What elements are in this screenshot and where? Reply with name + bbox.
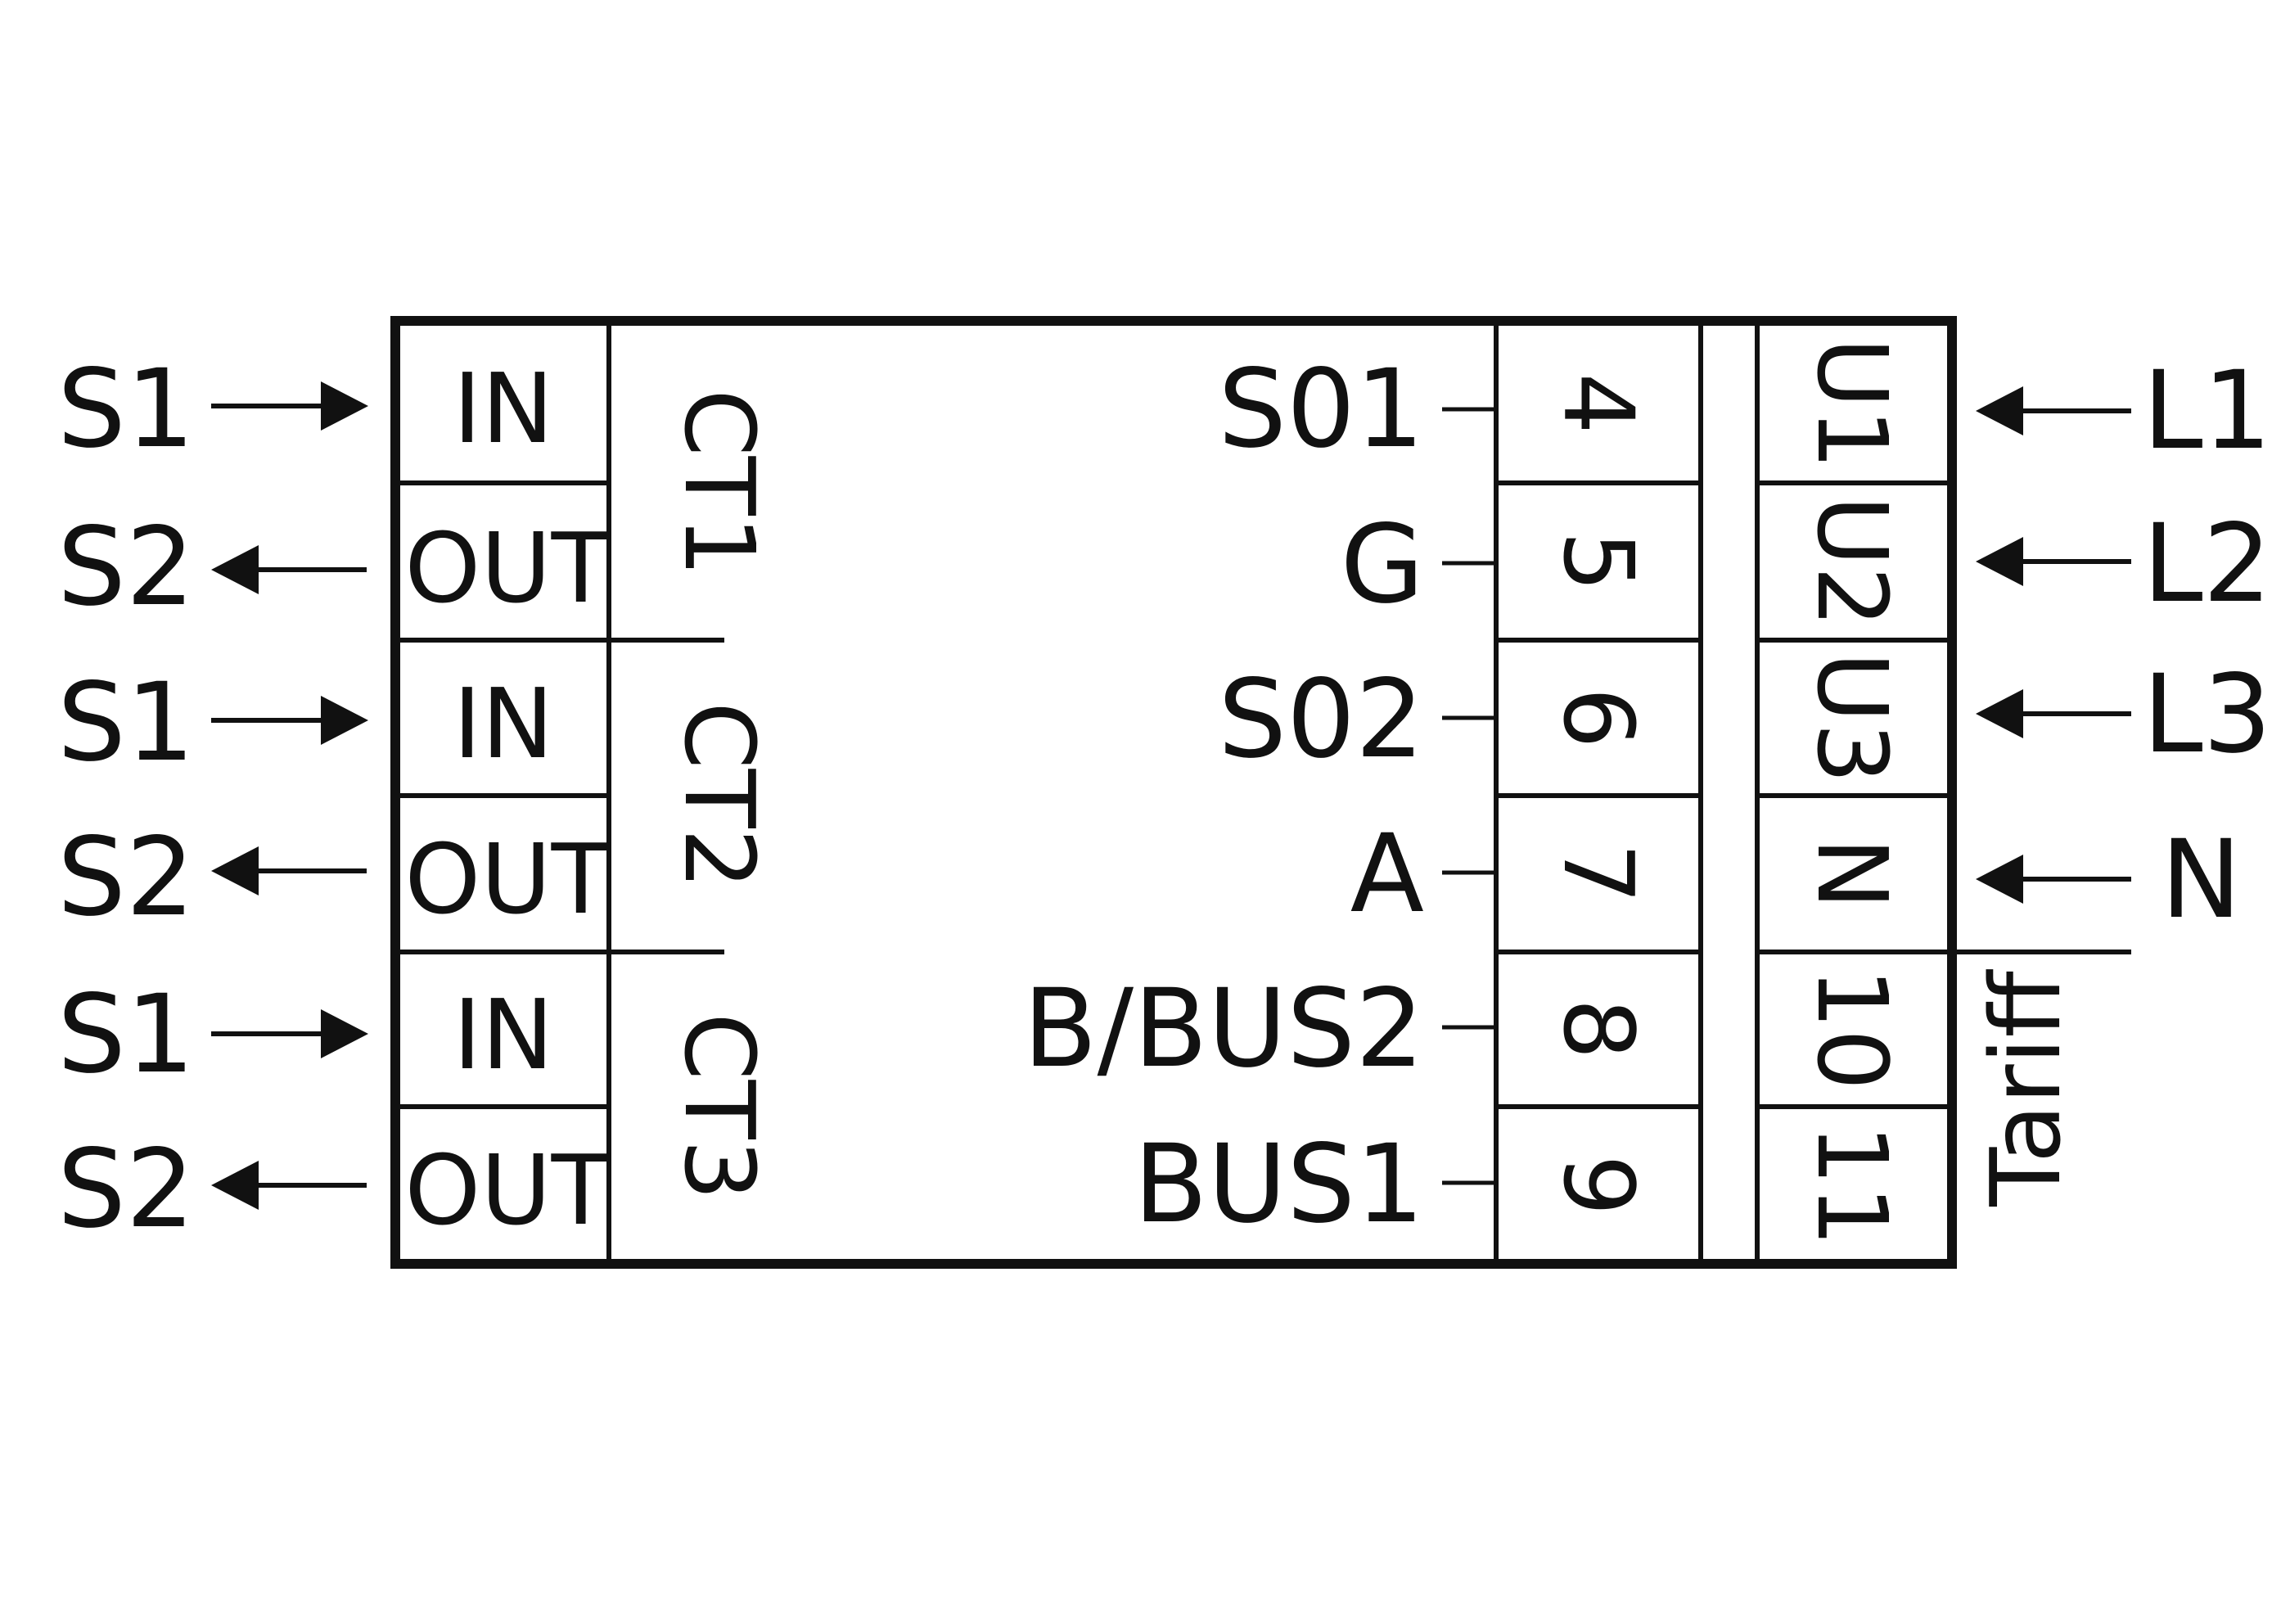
a-label: A <box>1350 811 1424 937</box>
arrow-right-icon <box>321 696 368 745</box>
ct1-label: CT1 <box>663 389 776 577</box>
terminal-8: 8 <box>1542 998 1655 1059</box>
bus1-label: BUS1 <box>1134 1121 1424 1247</box>
arrow-left-icon <box>1976 537 2023 586</box>
s01-label: S01 <box>1218 346 1424 472</box>
line-inputs: L1 L2 L3 N <box>1976 348 2272 943</box>
power-terminal-codes: U1 U2 U3 N 10 11 <box>1796 337 1909 1247</box>
terminal-9: 9 <box>1542 1154 1655 1216</box>
signal-terminal-column <box>1494 321 1760 1264</box>
s-labels: S1 S2 S1 S2 S1 S2 <box>57 346 195 1252</box>
l2-label: L2 <box>2143 501 2272 627</box>
arrow-right-icon <box>321 381 368 431</box>
ct2-label: CT2 <box>663 701 776 890</box>
terminal-n: N <box>1796 837 1909 909</box>
terminal-5: 5 <box>1542 530 1655 592</box>
ct1-s1-label: S1 <box>57 346 195 472</box>
terminal-7: 7 <box>1542 842 1655 904</box>
ct3-out-label: OUT <box>404 1134 611 1247</box>
ct-group-labels: CT1 CT2 CT3 <box>663 389 776 1201</box>
g-label: G <box>1341 502 1424 628</box>
ct-terminal-column <box>400 321 724 1264</box>
n-label: N <box>2161 817 2242 943</box>
tariff-label: Tariff <box>1969 969 2082 1207</box>
l1-label: L1 <box>2143 348 2272 474</box>
terminal-10: 10 <box>1796 968 1909 1090</box>
arrow-left-icon <box>211 1161 259 1210</box>
arrow-left-icon <box>1976 855 2023 904</box>
arrow-right-icon <box>321 1009 368 1058</box>
ct2-s1-label: S1 <box>57 660 195 786</box>
terminal-u3: U3 <box>1796 652 1909 783</box>
arrow-left-icon <box>1976 386 2023 435</box>
arrow-left-icon <box>1976 689 2023 738</box>
ct3-label: CT3 <box>663 1013 776 1201</box>
ct1-s2-label: S2 <box>57 504 195 630</box>
terminal-6: 6 <box>1542 687 1655 748</box>
arrow-left-icon <box>211 846 259 895</box>
ct2-s2-label: S2 <box>57 814 195 941</box>
signal-terminal-numbers: 4 5 6 7 8 9 <box>1542 372 1655 1216</box>
terminal-u2: U2 <box>1796 495 1909 627</box>
arrow-left-icon <box>211 545 259 594</box>
power-terminal-column <box>1757 480 2131 1109</box>
ct3-s1-label: S1 <box>57 972 195 1098</box>
ct3-s2-label: S2 <box>57 1126 195 1252</box>
terminal-11: 11 <box>1796 1124 1909 1247</box>
ct2-out-label: OUT <box>404 823 611 936</box>
ct2-in-label: IN <box>453 667 553 780</box>
s02-label: S02 <box>1218 656 1424 783</box>
ct1-in-label: IN <box>453 352 553 465</box>
l3-label: L3 <box>2143 652 2272 778</box>
b-bus2-label: B/BUS2 <box>1023 966 1424 1092</box>
terminal-4: 4 <box>1542 372 1655 434</box>
meter-housing <box>390 316 1957 1269</box>
ct-cells: IN OUT IN OUT IN OUT <box>404 352 611 1247</box>
signal-labels: S01 G S02 A B/BUS2 BUS1 <box>1023 346 1496 1247</box>
ct3-in-label: IN <box>453 978 553 1091</box>
ct1-out-label: OUT <box>404 512 611 625</box>
ct-arrows <box>211 381 368 1210</box>
terminal-u1: U1 <box>1796 337 1909 469</box>
